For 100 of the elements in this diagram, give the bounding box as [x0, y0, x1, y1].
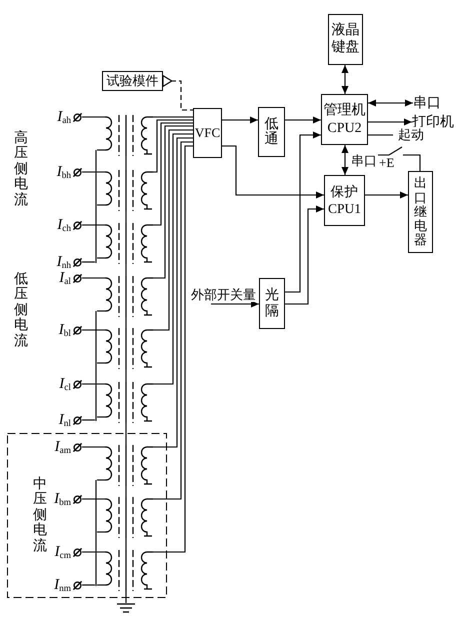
- arrow: [222, 145, 324, 198]
- terminal-icon: [73, 380, 82, 388]
- box-text: VFC: [194, 124, 220, 142]
- current-transformer: [105, 328, 153, 369]
- switch-line: [367, 134, 421, 172]
- current-transformer: [105, 276, 153, 317]
- box-text: 管理机: [324, 102, 366, 120]
- shield-line: [125, 369, 127, 382]
- shield-line: [125, 211, 127, 223]
- shield-line: [125, 317, 127, 328]
- arrow: [222, 116, 258, 124]
- double-arrow: [342, 65, 348, 94]
- wire: [97, 416, 105, 418]
- shield-line: [125, 538, 127, 550]
- connector-line: [153, 129, 193, 331]
- text-label: 串口: [413, 96, 443, 112]
- wire: [97, 310, 105, 312]
- ground-icon: [117, 603, 135, 613]
- block-box: [258, 107, 285, 157]
- current-transformer: [105, 497, 153, 538]
- dashed-group-box: [7, 433, 167, 598]
- dashed-connector: [162, 75, 193, 111]
- wire: [97, 479, 105, 481]
- wire: [82, 224, 105, 226]
- shield-line: [125, 423, 127, 445]
- box-text: CPU2: [327, 120, 362, 137]
- connector-line: [153, 137, 193, 448]
- box-text: 光隔: [265, 288, 279, 319]
- wire: [97, 149, 105, 151]
- terminal-icon: [73, 580, 82, 590]
- current-transformer: [105, 223, 153, 264]
- box-text: 试验模件: [106, 72, 158, 90]
- current-transformer: [105, 115, 153, 156]
- terminal-label: I$_{cm}$: [54, 543, 71, 561]
- current-transformer: [105, 170, 153, 211]
- terminal-label: I$_{bl}$: [58, 321, 71, 339]
- terminal-icon: [73, 548, 82, 556]
- terminal-label: I$_{nh}$: [56, 253, 71, 271]
- wire: [97, 204, 105, 206]
- wire: [82, 277, 105, 279]
- connector-line: [153, 122, 193, 226]
- connector-line: [153, 133, 193, 385]
- wire: [82, 329, 105, 331]
- connector-line: [153, 125, 193, 279]
- terminal-label: I$_{am}$: [54, 438, 71, 456]
- terminal-icon: [73, 326, 82, 334]
- terminal-icon: [73, 274, 82, 282]
- voltage-label: +E: [379, 156, 394, 169]
- block-box: [324, 175, 365, 226]
- wire: [82, 116, 105, 118]
- arrow: [211, 300, 259, 308]
- block-box: [408, 171, 433, 253]
- wire: [82, 261, 95, 263]
- edge-label: 起动: [397, 127, 425, 142]
- block-box: [328, 14, 363, 65]
- arrow: [368, 118, 412, 126]
- wire: [82, 171, 105, 173]
- box-text: 出口继电器: [414, 176, 427, 248]
- terminal-icon: [73, 442, 82, 452]
- terminal-icon: [73, 112, 82, 122]
- terminal-label: I$_{al}$: [58, 269, 71, 287]
- terminal-label: I$_{bm}$: [53, 490, 71, 508]
- double-arrow: [368, 100, 413, 106]
- arrow: [285, 116, 321, 124]
- wire: [97, 531, 105, 533]
- terminal-icon: [73, 494, 82, 504]
- wire: [97, 584, 105, 586]
- shield-line: [125, 264, 127, 276]
- wire: [82, 419, 95, 421]
- wire: [82, 498, 105, 500]
- connector-line: [153, 116, 193, 118]
- edge-label: 串口: [350, 153, 378, 168]
- terminal-label: I$_{cl}$: [58, 375, 71, 393]
- arrow: [285, 132, 321, 293]
- current-transformer: [105, 550, 153, 591]
- block-box: [259, 278, 285, 329]
- shield-line: [125, 591, 127, 603]
- terminal-label: I$_{ah}$: [56, 108, 71, 126]
- box-text: 液晶键盘: [332, 22, 360, 56]
- double-arrow: [342, 145, 348, 175]
- wire: [82, 446, 105, 448]
- arrow: [285, 206, 324, 305]
- group-label: 高压侧电流: [14, 131, 28, 208]
- group-label: 中压侧电流: [33, 477, 47, 554]
- terminal-label: I$_{ch}$: [56, 216, 71, 234]
- terminal-label: I$_{nm}$: [53, 576, 71, 594]
- terminal-label: I$_{nl}$: [58, 411, 71, 429]
- terminal-label: I$_{bh}$: [56, 163, 71, 181]
- terminal-icon: [73, 416, 82, 424]
- group-label: 低压侧电流: [14, 272, 28, 349]
- terminal-icon: [73, 258, 82, 266]
- terminal-icon: [73, 220, 82, 230]
- wire: [82, 551, 105, 553]
- block-box: [102, 71, 163, 91]
- wire: [82, 383, 105, 385]
- block-box: [193, 108, 222, 158]
- current-transformer: [105, 445, 153, 486]
- box-text: 保护: [330, 184, 358, 200]
- block-box: [321, 94, 368, 145]
- terminal-icon: [73, 168, 82, 176]
